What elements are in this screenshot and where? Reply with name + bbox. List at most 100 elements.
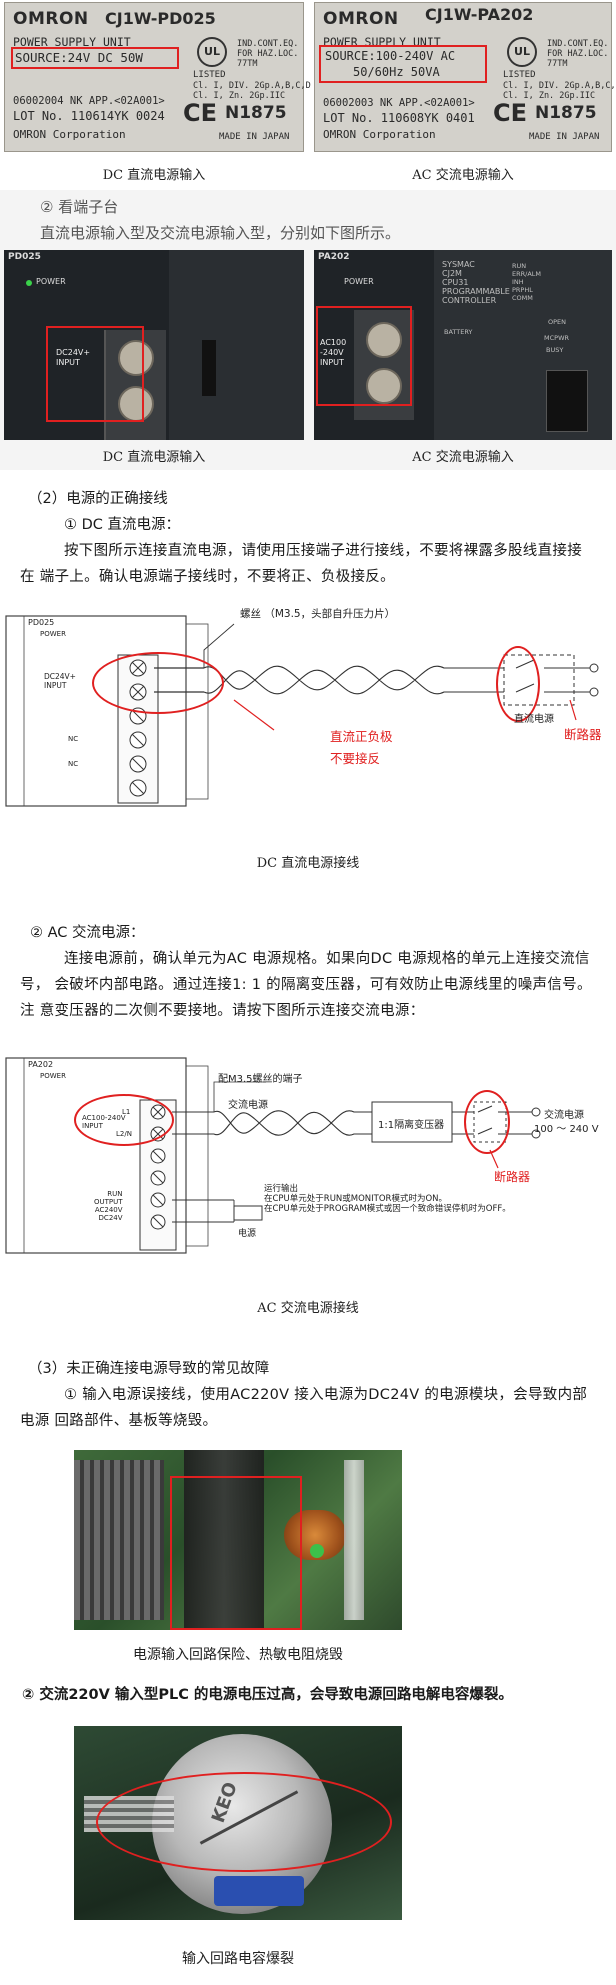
terminal-highlight-box xyxy=(316,306,412,406)
ul-text: UL xyxy=(514,45,530,58)
ul-icon: UL xyxy=(507,37,537,67)
breaker-highlight-ellipse xyxy=(464,1090,510,1154)
ind-cont-text: IND.CONT.EQ. FOR HAZ.LOC. 77TM xyxy=(547,39,609,69)
screw-icon xyxy=(366,368,402,404)
ac-source-label: 交流电源 xyxy=(228,1100,268,1111)
mcpwr-label: MCPWR xyxy=(544,334,570,342)
section2-title: （2）电源的正确接线 xyxy=(28,491,168,507)
power-led xyxy=(26,280,32,286)
polarity-warning: 直流正负极 不要接反 xyxy=(330,726,393,770)
n-mark: N1875 xyxy=(225,103,287,123)
voltage-label: 100 ～ 240 V xyxy=(534,1124,599,1135)
fault2-caption: 输入回路电容爆裂 xyxy=(182,1951,294,1967)
module-photo-ac: PA202 POWER AC100 -240V INPUT SYSMAC CJ2… xyxy=(314,250,612,440)
model-number: CJ1W-PA202 xyxy=(425,5,534,24)
ce-mark: CE xyxy=(493,99,528,127)
dc-wiring-diagram: PD025 POWER 螺丝 （M3.5，头部自升压力片） DC24V+ INP… xyxy=(4,600,612,825)
caption-ac-input-2: AC 交流电源输入 xyxy=(412,450,514,465)
open-label: OPEN xyxy=(548,318,567,326)
terminal-note: 配M3.5螺丝的端子 xyxy=(218,1074,303,1085)
made-in-text: MADE IN JAPAN xyxy=(529,132,600,142)
source-highlight-box xyxy=(319,45,487,83)
white-cable xyxy=(344,1460,364,1620)
fault1-caption: 电源输入回路保险、热敏电阻烧毁 xyxy=(133,1647,343,1663)
nc-label: NC xyxy=(68,760,79,768)
dc-source-label: 直流电源 xyxy=(514,714,554,725)
source-highlight-box xyxy=(11,47,179,69)
brand-logo: OMRON xyxy=(323,9,399,29)
warning-line2: 不要接反 xyxy=(330,751,381,766)
screw-note: 螺丝 （M3.5，头部自升压力片） xyxy=(240,608,396,620)
dc-paragraph: 按下图所示连接直流电源，请使用压接端子进行接线，不要将裸露多股线直接接在 端子上… xyxy=(20,543,582,585)
corp-text: OMRON Corporation xyxy=(13,128,126,141)
class-text: Cl. I, DIV. 2Gp.A,B,C,D Cl. I, Zn. 2Gp.I… xyxy=(503,81,616,101)
power-label: POWER xyxy=(344,277,374,286)
run-note-line2: 在CPU单元处于RUN或MONITOR模式时为ON。 xyxy=(264,1194,447,1204)
module-model: PD025 xyxy=(28,618,55,627)
capacitor-photo: KEO xyxy=(74,1726,402,1920)
caption-ac-input: AC 交流电源输入 xyxy=(412,168,514,183)
listed-text: LISTED xyxy=(193,70,226,80)
run-output-note: 运行输出 在CPU单元处于RUN或MONITOR模式时为ON。 在CPU单元处于… xyxy=(264,1184,511,1214)
dc-wiring-caption: DC 直流电源接线 xyxy=(256,856,360,871)
run-note-line3: 在CPU单元处于PROGRAM模式或因一个致命错误停机时为OFF。 xyxy=(264,1204,511,1214)
transformer-label: 1:1隔离变压器 xyxy=(378,1120,445,1131)
fault2-paragraph: ② 交流220V 输入型PLC 的电源电压过高，会导致电源回路电解电容爆裂。 xyxy=(22,1687,513,1703)
ac-subtitle: ② AC 交流电源： xyxy=(30,925,145,941)
brand-logo: OMRON xyxy=(13,9,89,29)
ce-mark: CE xyxy=(183,99,218,127)
run-output-label: RUN OUTPUT AC240V DC24V xyxy=(94,1190,123,1222)
source-spec-line2: 50/60Hz 50VA xyxy=(353,65,440,79)
ac-wiring-caption: AC 交流电源接线 xyxy=(257,1301,359,1316)
dc-subtitle: ① DC 直流电源： xyxy=(64,517,181,533)
power-label: POWER xyxy=(40,1072,66,1080)
fault1-paragraph: ① 输入电源误接线，使用AC220V 接入电源为DC24V 的电源模块，会导致内… xyxy=(20,1387,588,1429)
lot-number: LOT No. 110608YK 0401 xyxy=(323,111,475,125)
listed-text: LISTED xyxy=(503,70,536,80)
side-panel xyxy=(169,250,304,440)
ac-paragraph: 连接电源前，确认单元为AC 电源规格。如果向DC 电源规格的单元上连接交流信号，… xyxy=(20,951,592,1019)
made-in-text: MADE IN JAPAN xyxy=(219,132,290,142)
source-spec-line1: SOURCE:100-240V AC xyxy=(325,49,456,63)
approval-text: 06002003 NK APP.<02A001> xyxy=(323,97,475,109)
caption-dc-input: DC 直流电源输入 xyxy=(102,168,206,183)
terminal-block xyxy=(354,310,414,420)
burnt-circuit-photo xyxy=(74,1450,402,1630)
input-label: DC24V+ INPUT xyxy=(56,348,91,367)
cable-bundle xyxy=(184,1450,264,1630)
input-label: AC100 -240V INPUT xyxy=(320,338,347,367)
source-spec: SOURCE:24V DC 50W xyxy=(15,50,143,65)
power-label: POWER xyxy=(36,277,66,286)
run-note-line1: 运行输出 xyxy=(264,1184,299,1194)
model-number: CJ1W-PD025 xyxy=(105,9,216,28)
breaker-highlight-ellipse xyxy=(496,646,540,722)
module-model: PD025 xyxy=(8,252,41,262)
terminal-heading: ② 看端子台 xyxy=(40,198,119,216)
nc-label: NC xyxy=(68,735,79,743)
cpu-text: SYSMAC CJ2M CPU31 PROGRAMMABLE CONTROLLE… xyxy=(442,260,510,305)
ul-text: UL xyxy=(204,45,220,58)
breaker-label: 断路器 xyxy=(564,727,602,742)
corp-text: OMRON Corporation xyxy=(323,128,436,141)
terminal-highlight-ellipse xyxy=(92,652,224,714)
terminal-highlight-box xyxy=(46,326,144,422)
label-plate-ac: OMRON CJ1W-PA202 POWER SUPPLY UNIT SOURC… xyxy=(314,2,616,152)
n-mark: N1875 xyxy=(535,103,597,123)
damage-highlight-box xyxy=(170,1476,302,1630)
warning-line1: 直流正负极 xyxy=(330,729,393,744)
module-model: PA202 xyxy=(28,1060,54,1069)
module-model: PA202 xyxy=(318,252,350,262)
damage-highlight-ellipse xyxy=(96,1772,392,1872)
lot-number: LOT No. 110614YK 0024 xyxy=(13,109,165,123)
screw-icon xyxy=(118,340,154,376)
battery-label: BATTERY xyxy=(444,328,473,336)
section3-title: （3）未正确连接电源导致的常见故障 xyxy=(28,1361,270,1377)
class-text: Cl. I, DIV. 2Gp.A,B,C,D Cl. I, Zn. 2Gp.I… xyxy=(193,81,311,101)
green-component xyxy=(310,1544,324,1558)
panel-slot xyxy=(202,340,216,396)
breaker-label: 断路器 xyxy=(494,1170,531,1184)
ac-wiring-svg xyxy=(5,1057,541,1254)
terminal-highlight-ellipse xyxy=(74,1094,174,1146)
label-plate-dc: OMRON CJ1W-PD025 POWER SUPPLY UNIT SOURC… xyxy=(4,2,311,152)
ac-wiring-diagram: PA202 POWER 配M3.5螺丝的端子 交流电源 1:1隔离变压器 交流电… xyxy=(4,1050,612,1260)
